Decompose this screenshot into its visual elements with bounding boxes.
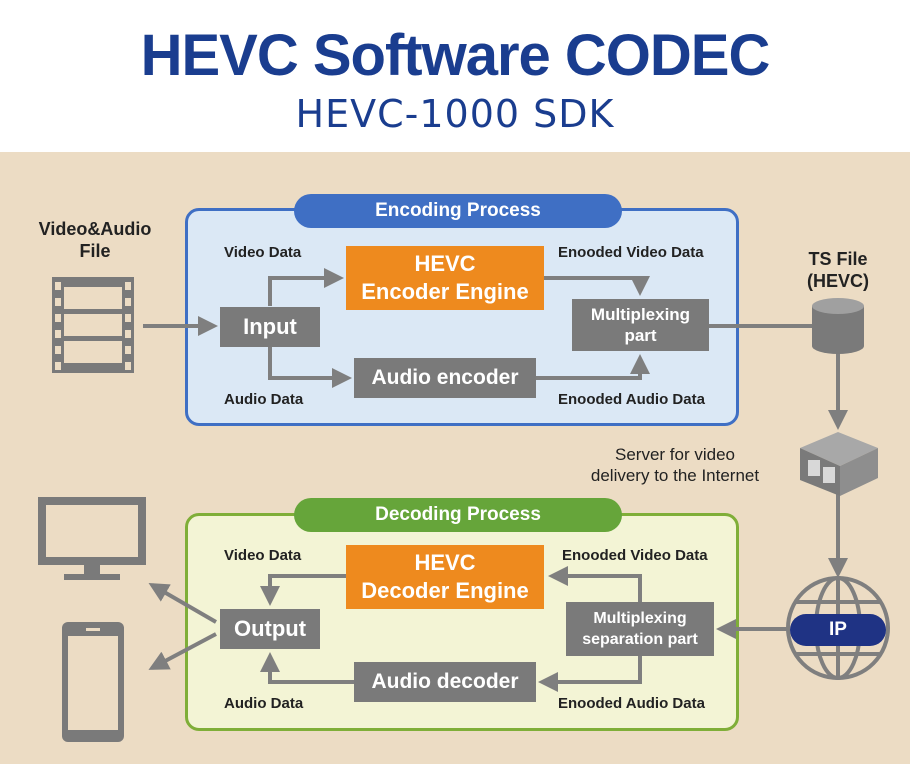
- encoder-engine-box: HEVC Encoder Engine: [346, 246, 544, 310]
- page-title: HEVC Software CODEC: [140, 23, 771, 88]
- decoder-engine-box: HEVC Decoder Engine: [346, 545, 544, 609]
- decoding-process-title: Decoding Process: [294, 498, 622, 532]
- output-box: Output: [220, 609, 320, 649]
- dec-audio-data-label: Audio Data: [224, 695, 304, 712]
- audio-encoder-box: Audio encoder: [354, 358, 536, 398]
- enc-audio-data-label: Audio Data: [224, 391, 304, 408]
- source-file-label: Video&Audio File: [38, 219, 152, 261]
- header: HEVC Software CODEC HEVC-1000 SDK: [0, 0, 910, 152]
- input-box: Input: [220, 307, 320, 347]
- smartphone-icon: [62, 622, 124, 742]
- ip-badge: IP: [790, 614, 886, 646]
- dec-video-data-label: Video Data: [224, 547, 302, 564]
- film-strip-icon: [52, 277, 134, 373]
- multiplexing-box: Multiplexing part: [572, 299, 709, 351]
- audio-decoder-box: Audio decoder: [354, 662, 536, 702]
- enc-video-data-label: Video Data: [224, 244, 302, 261]
- dec-encoded-video-label: Enooded Video Data: [562, 547, 708, 564]
- encoding-process-title: Encoding Process: [294, 194, 622, 228]
- dec-encoded-audio-label: Enooded Audio Data: [558, 695, 705, 712]
- server-label: Server for video delivery to the Interne…: [590, 445, 760, 485]
- enc-encoded-audio-label: Enooded Audio Data: [558, 391, 705, 408]
- enc-encoded-video-label: Enooded Video Data: [558, 244, 704, 261]
- monitor-icon: [38, 497, 146, 580]
- ts-file-label: TS File (HEVC): [807, 249, 869, 291]
- multiplexing-separation-box: Multiplexing separation part: [566, 602, 714, 656]
- server-icon: [800, 432, 878, 496]
- database-icon: [812, 298, 864, 354]
- page-subtitle: HEVC-1000 SDK: [295, 92, 615, 136]
